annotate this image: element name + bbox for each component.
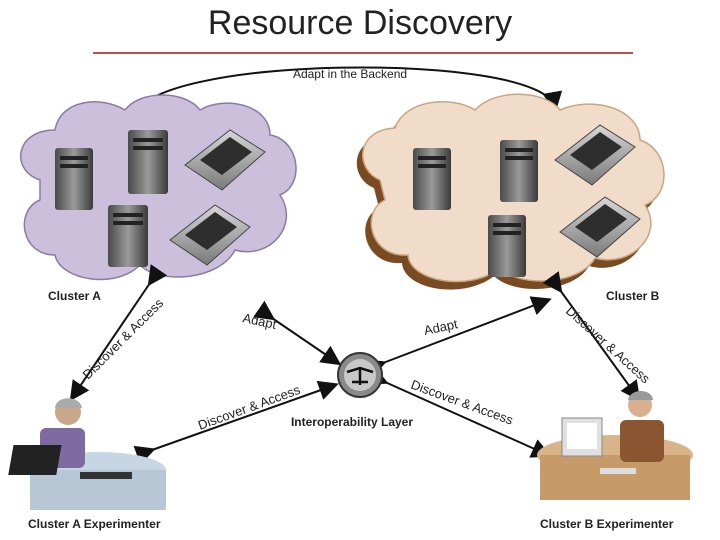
adapt-arrow-right bbox=[364, 296, 552, 379]
server-icon bbox=[500, 140, 538, 202]
interop-layer-label: Interoperability Layer bbox=[291, 415, 413, 429]
sensor-device-icon bbox=[559, 196, 641, 258]
discover-access-label-b-layer: Discover & Access bbox=[409, 377, 516, 428]
discover-access-arrow-a-layer bbox=[133, 380, 339, 465]
adapt-label-left: Adapt bbox=[241, 310, 278, 332]
server-icon bbox=[413, 148, 451, 210]
title-underline bbox=[93, 52, 633, 54]
sensor-device-icon bbox=[554, 124, 636, 186]
experimenter-a-figure bbox=[8, 398, 166, 510]
experimenter-b-label: Cluster B Experimenter bbox=[540, 517, 674, 531]
server-icon bbox=[108, 205, 148, 267]
experimenter-b-figure bbox=[537, 391, 693, 500]
server-icon bbox=[488, 215, 526, 277]
discover-access-label-a-layer: Discover & Access bbox=[196, 382, 303, 433]
server-icon bbox=[128, 130, 168, 194]
sensor-device-icon bbox=[184, 129, 266, 191]
adapt-arrow-left bbox=[253, 300, 342, 366]
discover-access-arrow-b-layer bbox=[366, 366, 552, 458]
cluster-b-label: Cluster B bbox=[606, 289, 660, 303]
discover-access-label-b-cloud: Discover & Access bbox=[563, 303, 653, 387]
discover-access-label-a-cloud: Discover & Access bbox=[80, 295, 167, 382]
router-icon bbox=[337, 352, 383, 398]
discover-access-arrow-b-cloud bbox=[542, 271, 641, 402]
sensor-device-icon bbox=[169, 204, 251, 266]
server-icon bbox=[55, 148, 93, 210]
experimenter-a-label: Cluster A Experimenter bbox=[28, 517, 161, 531]
discover-access-arrow-a-cloud bbox=[69, 264, 168, 402]
page-title: Resource Discovery bbox=[207, 4, 513, 42]
cluster-a-label: Cluster A bbox=[48, 289, 101, 303]
backend-label: Adapt in the Backend bbox=[293, 67, 407, 81]
adapt-label-right: Adapt bbox=[423, 316, 460, 338]
